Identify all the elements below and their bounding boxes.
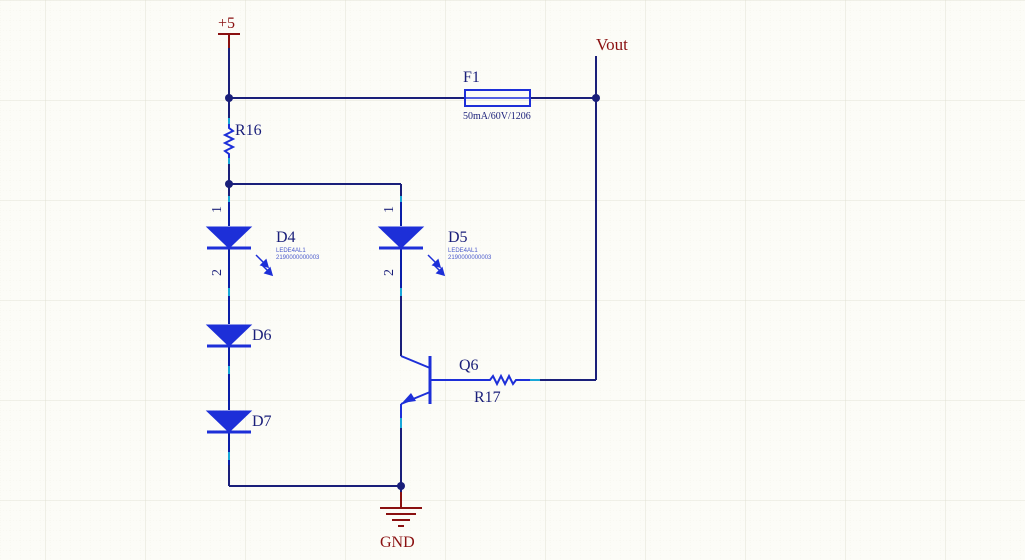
d4-pin-2: 2 (210, 269, 225, 276)
fuse-f1: F1 50mA/60V/1206 (463, 69, 531, 122)
junction-dot (592, 94, 600, 102)
pin-stubs (228, 118, 540, 465)
r17-label: R17 (474, 389, 501, 406)
d5-pin-1: 1 (382, 206, 397, 213)
ground-symbol: GND (380, 492, 422, 551)
fuse-value: 50mA/60V/1206 (463, 111, 531, 122)
d6-ref: D6 (252, 327, 272, 344)
d4-code: 2190000000003 (276, 255, 320, 261)
vcc-label: +5 (218, 15, 235, 32)
led-d4: 1 2 D4 LEDE4AL1 2190000000003 (205, 206, 320, 277)
d4-light-arrows-icon (255, 254, 274, 277)
resistor-r16: R16 (222, 122, 262, 158)
junction-dot (225, 180, 233, 188)
d5-part: LEDE4AL1 (448, 248, 478, 254)
d5-light-arrows-icon (427, 254, 446, 277)
junction-dot (225, 94, 233, 102)
d7-ref: D7 (252, 413, 272, 430)
d5-ref: D5 (448, 229, 468, 246)
d4-pin-1: 1 (210, 206, 225, 213)
vcc-symbol: +5 (218, 15, 240, 48)
diode-d7: D7 (205, 410, 272, 434)
led-d5: 1 2 D5 LEDE4AL1 2190000000003 (377, 206, 492, 277)
fuse-ref: F1 (463, 69, 480, 86)
diode-d6: D6 (205, 324, 272, 348)
d5-code: 2190000000003 (448, 255, 492, 261)
resistor-r17: R17 (474, 373, 530, 406)
d5-pin-2: 2 (382, 269, 397, 276)
junction-dot (397, 482, 405, 490)
d4-part: LEDE4AL1 (276, 248, 306, 254)
transistor-q6: Q6 (400, 355, 484, 418)
d4-ref: D4 (276, 229, 296, 246)
q6-ref: Q6 (459, 357, 479, 374)
vout-label: Vout (596, 35, 628, 54)
junctions (225, 94, 600, 490)
gnd-label: GND (380, 534, 415, 551)
r16-label: R16 (235, 122, 262, 139)
